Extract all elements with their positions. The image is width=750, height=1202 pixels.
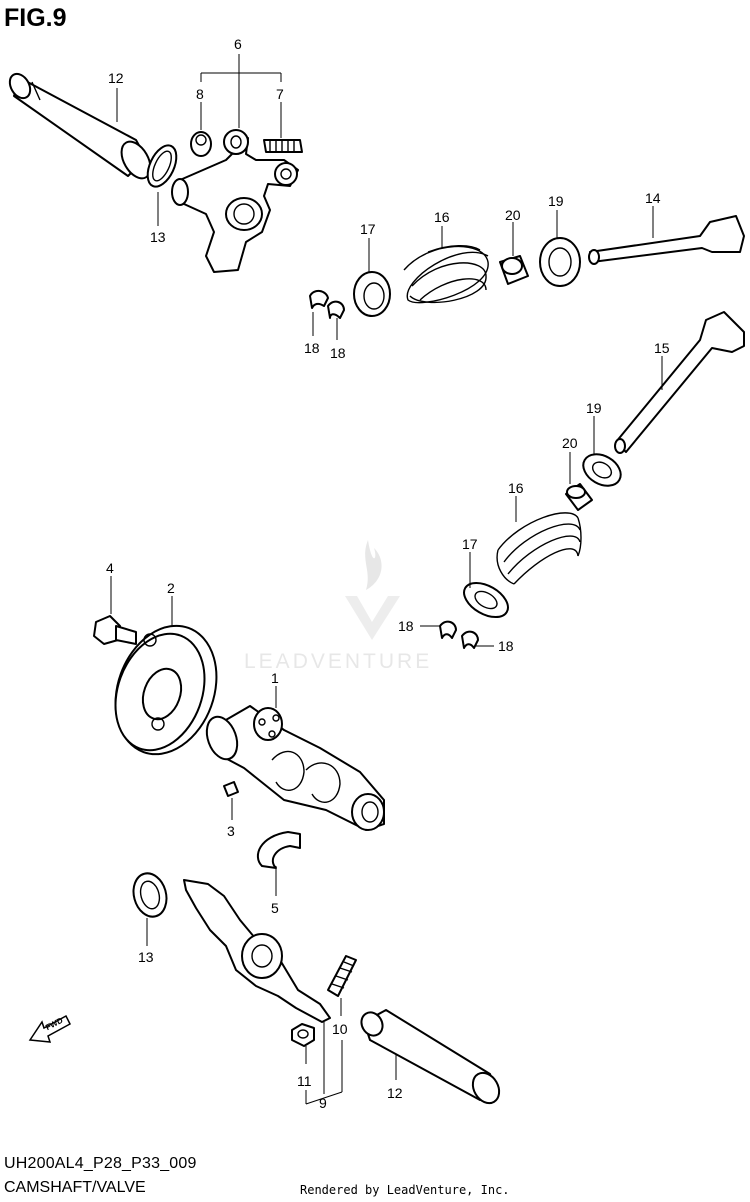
callout-2: 2 [167, 580, 175, 596]
watermark-text: LEADVENTURE [244, 650, 432, 673]
callout-7: 7 [276, 86, 284, 102]
callout-3: 3 [227, 823, 235, 839]
cotters-upper [309, 290, 345, 319]
callout-18-d: 18 [498, 638, 514, 654]
spring-retainer-lower [463, 581, 509, 619]
callout-19-upper: 19 [548, 193, 564, 209]
callout-15: 15 [654, 340, 670, 356]
spring-seat-upper [539, 237, 581, 287]
callout-14: 14 [645, 190, 661, 206]
cotters-lower [439, 620, 479, 649]
rocker-arm-lower [183, 879, 331, 1023]
valve-intake [588, 215, 745, 265]
valve-stem-seal-upper [499, 255, 529, 285]
sprocket-bolt [93, 615, 137, 645]
lock-nut [291, 1023, 315, 1047]
valve-spring-lower [496, 512, 582, 585]
figure-title: FIG.9 [4, 4, 67, 32]
callout-9: 9 [319, 1095, 327, 1111]
rocker-shaft-lower [360, 1009, 501, 1105]
callout-20-lower: 20 [562, 435, 578, 451]
render-credit: Rendered by LeadVenture, Inc. [300, 1183, 510, 1197]
callout-13-lower: 13 [138, 949, 154, 965]
callout-17-lower: 17 [462, 536, 478, 552]
dowel-pin [223, 781, 239, 797]
washer-upper [146, 144, 178, 188]
adjust-screw [327, 955, 357, 997]
leader-lines [110, 54, 663, 1105]
leadventure-watermark: LEADVENTURE [244, 540, 432, 673]
callout-13-upper: 13 [150, 229, 166, 245]
callout-19-lower: 19 [586, 400, 602, 416]
callout-16-lower: 16 [508, 480, 524, 496]
callout-18-b: 18 [330, 345, 346, 361]
valve-exhaust [614, 311, 745, 454]
rocker-shaft-upper [8, 72, 152, 180]
callout-16-upper: 16 [434, 209, 450, 225]
callout-6: 6 [234, 36, 242, 52]
cam-retainer [256, 831, 301, 869]
callout-12-upper: 12 [108, 70, 124, 86]
washer-lower [132, 872, 168, 918]
callout-17-upper: 17 [360, 221, 376, 237]
callout-8: 8 [196, 86, 204, 102]
camshaft [205, 705, 385, 831]
valve-stem-seal-lower [565, 483, 593, 511]
model-code: UH200AL4_P28_P33_009 [4, 1155, 197, 1172]
spring-retainer-upper [353, 271, 391, 317]
callout-18-a: 18 [304, 340, 320, 356]
valve-spring-upper [403, 245, 489, 304]
cam-sprocket [114, 624, 218, 756]
callout-1: 1 [271, 670, 279, 686]
fwd-arrow-icon: FWD [28, 1014, 71, 1043]
callout-12-lower: 12 [387, 1085, 403, 1101]
callout-11: 11 [297, 1073, 312, 1089]
rocker-arm-upper [171, 129, 303, 273]
callout-10: 10 [332, 1021, 348, 1037]
callout-20-upper: 20 [505, 207, 521, 223]
spring-seat-lower [582, 453, 622, 487]
callout-5: 5 [271, 900, 279, 916]
callout-4: 4 [106, 560, 114, 576]
callout-labels: 12 13 6 8 7 17 16 20 19 14 18 18 15 19 2… [106, 36, 670, 1111]
callout-18-c: 18 [398, 618, 414, 634]
figure-caption: CAMSHAFT/VALVE [4, 1179, 146, 1196]
